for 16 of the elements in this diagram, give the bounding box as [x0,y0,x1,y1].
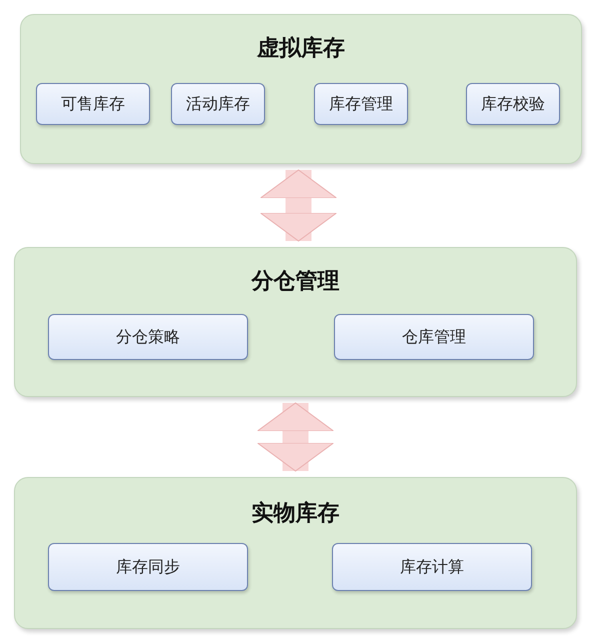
double-arrow [257,402,334,472]
module-box: 分仓策略 [48,314,248,360]
group-panel [20,14,582,164]
panel-title: 分仓管理 [250,268,340,296]
group-panel [14,477,577,629]
module-box: 仓库管理 [334,314,534,360]
module-box: 库存计算 [332,543,532,591]
module-box: 库存校验 [466,83,560,125]
panel-title: 实物库存 [250,500,340,528]
module-box: 活动库存 [171,83,265,125]
module-box: 库存同步 [48,543,248,591]
panel-title: 虚拟库存 [256,34,346,63]
module-box: 库存管理 [314,83,408,125]
module-box: 可售库存 [36,83,150,125]
double-arrow [260,170,337,242]
group-panel [14,247,577,397]
